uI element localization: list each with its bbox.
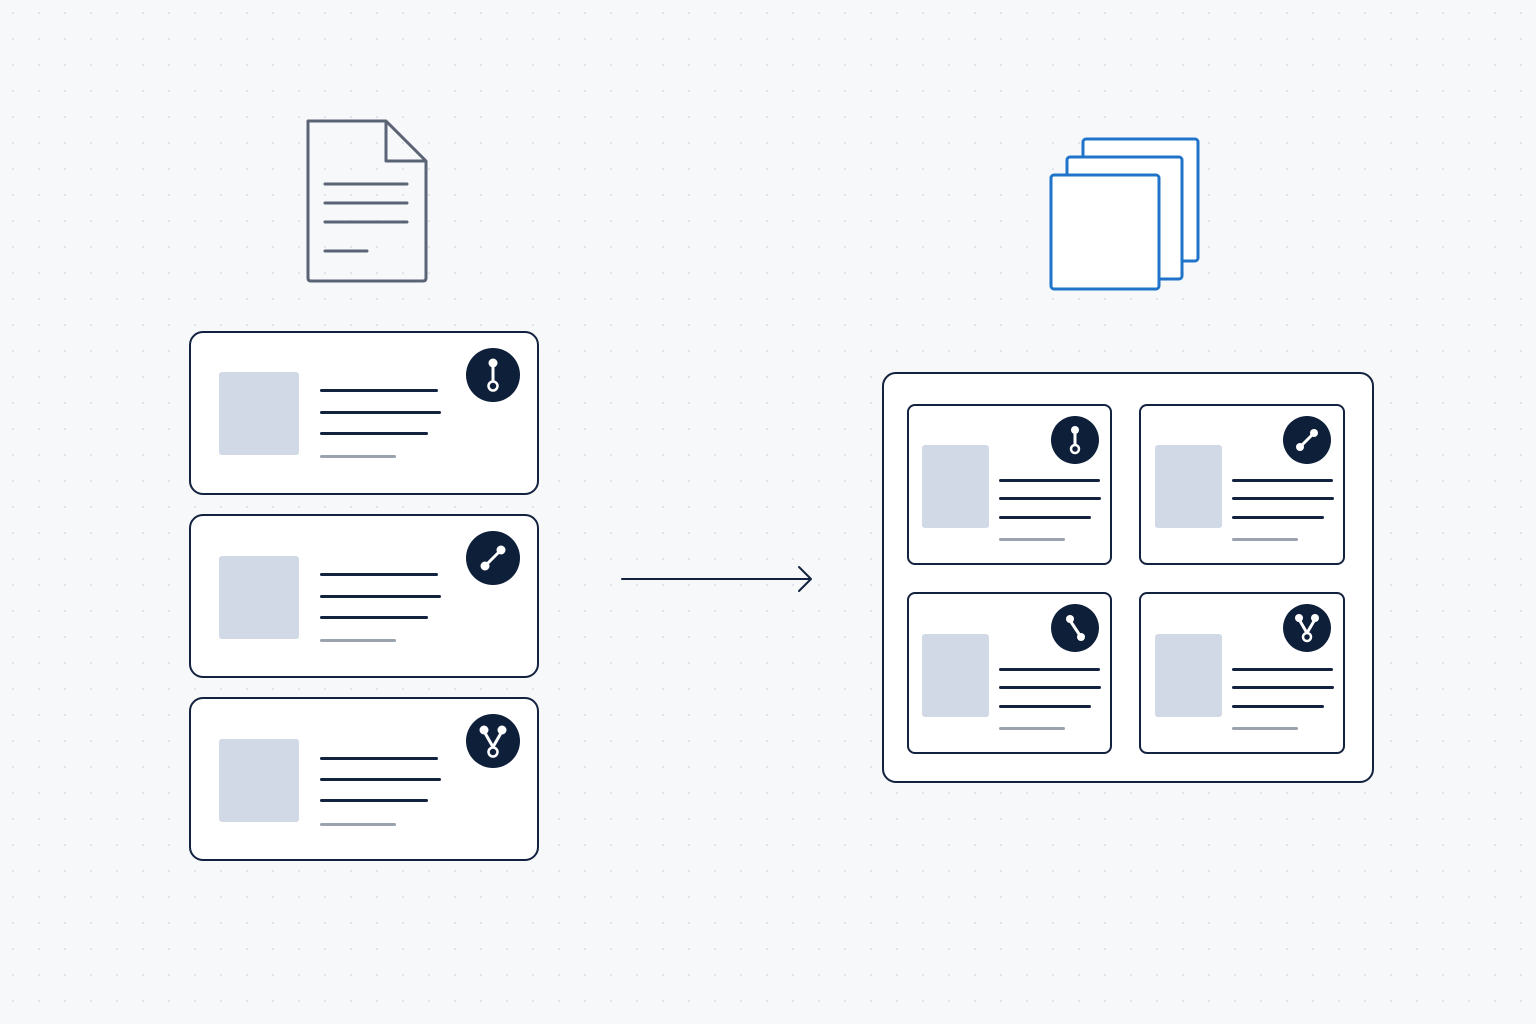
document-icon (306, 119, 428, 283)
card-thumbnail (1155, 445, 1222, 528)
card-text-line (999, 686, 1101, 689)
card-text-line-muted (999, 538, 1065, 541)
card-text-line (320, 778, 441, 781)
branch-down-icon (1051, 604, 1099, 652)
card-text-line-muted (1232, 538, 1298, 541)
card-thumbnail (922, 634, 989, 717)
card-text-line-muted (320, 639, 396, 642)
card-text-line (999, 516, 1091, 519)
card-text-line (999, 479, 1100, 482)
card-text-line (1232, 686, 1334, 689)
card-text-line (320, 411, 441, 414)
card-text-line (1232, 705, 1324, 708)
link-edge-icon (1283, 416, 1331, 464)
stacked-pages-icon (1049, 137, 1200, 291)
card-thumbnail (219, 556, 299, 639)
card-thumbnail (922, 445, 989, 528)
card-text-line (320, 432, 428, 435)
target-card-1 (907, 404, 1112, 565)
card-text-line (320, 757, 438, 760)
link-edge-icon (466, 531, 520, 585)
card-text-line (320, 595, 441, 598)
card-text-line (320, 573, 438, 576)
card-text-line (320, 799, 428, 802)
card-text-line (1232, 479, 1333, 482)
card-text-line (999, 497, 1101, 500)
card-text-line (1232, 668, 1333, 671)
card-text-line (320, 389, 438, 392)
arrow-right-icon (621, 566, 812, 592)
card-text-line (1232, 497, 1334, 500)
card-thumbnail (1155, 634, 1222, 717)
git-commit-icon (1051, 416, 1099, 464)
card-thumbnail (219, 372, 299, 455)
card-text-line (320, 616, 428, 619)
target-panel (882, 372, 1374, 783)
card-text-line (1232, 516, 1324, 519)
target-card-2 (1139, 404, 1345, 565)
card-text-line-muted (320, 455, 396, 458)
source-card-3 (189, 697, 539, 861)
target-card-4 (1139, 592, 1345, 754)
git-merge-icon (1283, 604, 1331, 652)
git-merge-icon (466, 714, 520, 768)
target-card-3 (907, 592, 1112, 754)
git-commit-icon (466, 348, 520, 402)
card-text-line-muted (1232, 727, 1298, 730)
card-text-line-muted (320, 823, 396, 826)
card-thumbnail (219, 739, 299, 822)
source-card-1 (189, 331, 539, 495)
source-card-2 (189, 514, 539, 678)
card-text-line-muted (999, 727, 1065, 730)
card-text-line (999, 705, 1091, 708)
card-text-line (999, 668, 1100, 671)
